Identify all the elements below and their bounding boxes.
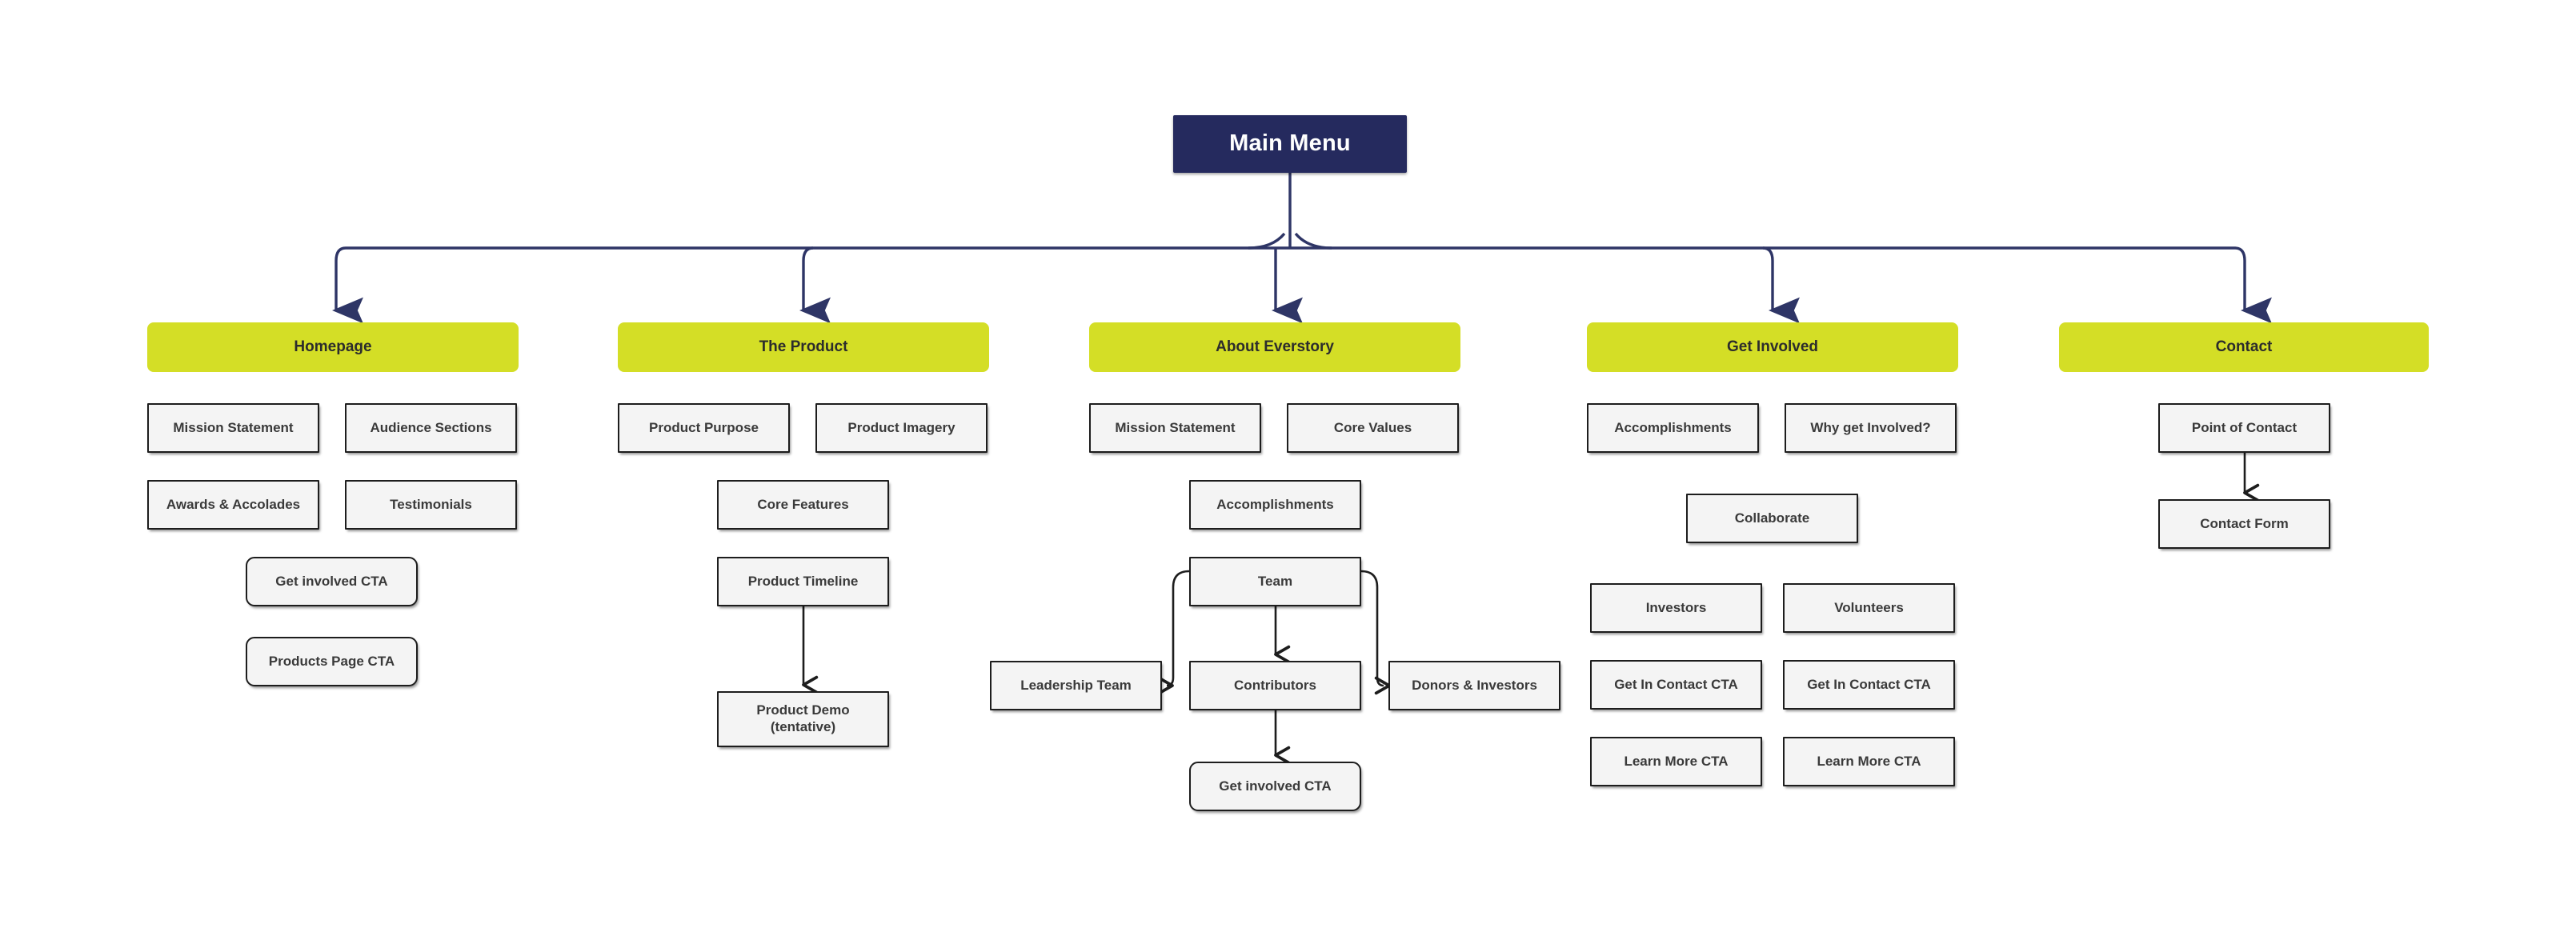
root-bus-center-left — [1248, 232, 1286, 250]
node-label: Investors — [1645, 599, 1707, 615]
node-main-menu[interactable]: Main Menu — [1173, 115, 1407, 173]
node-hp-testimonials[interactable]: Testimonials — [345, 480, 517, 530]
node-label: Point of Contact — [2191, 419, 2298, 435]
node-tp-features[interactable]: Core Features — [717, 480, 889, 530]
node-label: Products Page CTA — [268, 653, 395, 669]
root-edge-get-involved — [1762, 246, 1800, 324]
node-label: Product Demo(tentative) — [719, 702, 887, 735]
node-tp-imagery[interactable]: Product Imagery — [815, 403, 988, 453]
root-bus-center-right — [1294, 232, 1332, 250]
node-label: Awards & Accolades — [166, 496, 301, 512]
node-label-line2: (tentative) — [770, 719, 836, 734]
node-label: Get involved CTA — [1219, 778, 1332, 794]
node-label: Audience Sections — [370, 419, 492, 435]
node-label: Get In Contact CTA — [1807, 676, 1931, 692]
node-ae-accomp[interactable]: Accomplishments — [1189, 480, 1361, 530]
node-gi-learn-1[interactable]: Learn More CTA — [1590, 737, 1762, 786]
section-header-label: Contact — [2215, 338, 2273, 356]
node-label: Volunteers — [1834, 599, 1904, 615]
node-hp-audience[interactable]: Audience Sections — [345, 403, 517, 453]
node-hp-getinvolved[interactable]: Get involved CTA — [246, 557, 418, 606]
node-ct-form[interactable]: Contact Form — [2158, 499, 2330, 549]
node-ae-corevalues[interactable]: Core Values — [1287, 403, 1459, 453]
section-header-the-product[interactable]: The Product — [618, 322, 989, 372]
node-gi-collab[interactable]: Collaborate — [1686, 494, 1858, 543]
node-label: Learn More CTA — [1817, 753, 1921, 769]
node-label: Main Menu — [1229, 130, 1351, 157]
node-ae-mission[interactable]: Mission Statement — [1089, 403, 1261, 453]
node-label: Team — [1257, 573, 1293, 589]
node-label: Core Values — [1333, 419, 1412, 435]
node-hp-awards[interactable]: Awards & Accolades — [147, 480, 319, 530]
node-ae-team[interactable]: Team — [1189, 557, 1361, 606]
node-label: Core Features — [757, 496, 849, 512]
node-gi-investors[interactable]: Investors — [1590, 583, 1762, 633]
node-tp-purpose[interactable]: Product Purpose — [618, 403, 790, 453]
node-label: Testimonials — [390, 496, 472, 512]
node-gi-accomp[interactable]: Accomplishments — [1587, 403, 1759, 453]
node-gi-learn-2[interactable]: Learn More CTA — [1783, 737, 1955, 786]
node-label: Accomplishments — [1216, 496, 1334, 512]
node-hp-products[interactable]: Products Page CTA — [246, 637, 418, 686]
node-ae-contributors[interactable]: Contributors — [1189, 661, 1361, 710]
node-gi-contact-1[interactable]: Get In Contact CTA — [1590, 660, 1762, 710]
root-edge-the-product — [799, 246, 831, 324]
node-gi-why[interactable]: Why get Involved? — [1785, 403, 1957, 453]
root-edge-contact — [2234, 246, 2272, 324]
node-label: Mission Statement — [173, 419, 294, 435]
node-ct-poc[interactable]: Point of Contact — [2158, 403, 2330, 453]
node-label: Learn More CTA — [1624, 753, 1729, 769]
node-tp-demo[interactable]: Product Demo(tentative) — [717, 691, 889, 747]
section-header-label: About Everstory — [1216, 338, 1334, 356]
node-label: Product Imagery — [847, 419, 955, 435]
node-label: Contributors — [1234, 677, 1316, 693]
node-label: Product Purpose — [649, 419, 759, 435]
section-header-label: Get Involved — [1726, 338, 1819, 356]
section-header-about-everstory[interactable]: About Everstory — [1089, 322, 1460, 372]
node-label: Product Timeline — [747, 573, 859, 589]
node-gi-volunteers[interactable]: Volunteers — [1783, 583, 1955, 633]
root-edge-homepage — [331, 246, 363, 324]
node-label: Why get Involved? — [1810, 419, 1931, 435]
node-ae-donors[interactable]: Donors & Investors — [1388, 661, 1560, 710]
section-header-label: Homepage — [294, 338, 372, 356]
node-label: Get involved CTA — [275, 573, 388, 589]
node-label: Donors & Investors — [1412, 677, 1537, 693]
node-gi-contact-2[interactable]: Get In Contact CTA — [1783, 660, 1955, 710]
edge-team-to-donors — [1360, 570, 1391, 695]
node-label: Mission Statement — [1115, 419, 1236, 435]
node-label-line1: Product Demo — [756, 702, 850, 718]
edge-team-to-leadership — [1157, 570, 1190, 695]
node-label: Leadership Team — [1020, 677, 1132, 693]
section-header-label: The Product — [759, 338, 848, 356]
node-label: Get In Contact CTA — [1614, 676, 1738, 692]
section-header-contact[interactable]: Contact — [2059, 322, 2429, 372]
node-label: Collaborate — [1734, 510, 1810, 526]
node-label: Contact Form — [2200, 515, 2289, 531]
section-header-get-involved[interactable]: Get Involved — [1587, 322, 1958, 372]
section-header-homepage[interactable]: Homepage — [147, 322, 519, 372]
root-connectors — [331, 173, 2272, 324]
node-label: Accomplishments — [1614, 419, 1732, 435]
node-ae-getinvolved[interactable]: Get involved CTA — [1189, 762, 1361, 811]
node-tp-timeline[interactable]: Product Timeline — [717, 557, 889, 606]
node-hp-mission[interactable]: Mission Statement — [147, 403, 319, 453]
node-ae-leadership[interactable]: Leadership Team — [990, 661, 1162, 710]
